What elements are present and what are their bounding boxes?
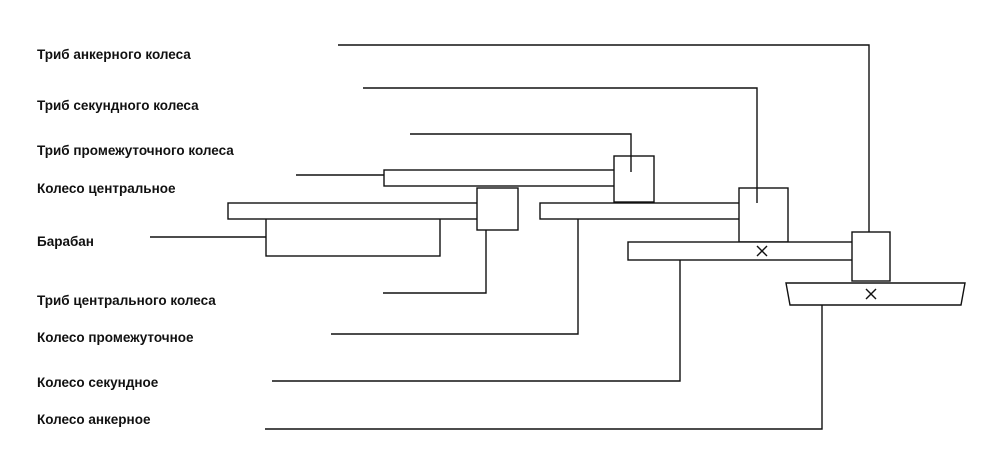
seconds-pinion-block <box>738 187 789 243</box>
seconds-wheel-plate <box>539 202 741 220</box>
balance-plate <box>785 282 966 306</box>
leader-third-pinion <box>410 133 632 172</box>
label-center-wheel: Колесо центральное <box>37 181 176 196</box>
label-escape-wheel: Колесо анкерное <box>37 412 151 427</box>
label-seconds-wheel: Колесо секундное <box>37 375 159 390</box>
leader-escape-wheel <box>265 305 823 430</box>
leader-center-pinion <box>383 230 487 294</box>
escape-pinion-block <box>851 231 891 282</box>
leader-seconds-pinion <box>363 87 758 203</box>
leader-third-wheel <box>331 219 579 335</box>
center-pinion-block <box>476 187 519 231</box>
label-center-pinion: Триб центрального колеса <box>37 293 216 308</box>
label-escape-pinion: Триб анкерного колеса <box>37 47 191 62</box>
third-wheel-plate <box>383 169 616 187</box>
barrel-drum <box>265 217 441 257</box>
leader-seconds-wheel <box>272 260 681 382</box>
label-third-wheel: Колесо промежуточное <box>37 330 194 345</box>
third-pinion-block <box>613 155 655 203</box>
label-third-pinion: Триб промежуточного колеса <box>37 143 234 158</box>
center-wheel-plate <box>227 202 479 220</box>
label-barrel: Барабан <box>37 234 94 249</box>
label-seconds-pinion: Триб секундного колеса <box>37 98 199 113</box>
axis-marker-icon <box>756 245 768 257</box>
leader-escape-pinion <box>338 44 870 232</box>
axis-marker-icon <box>865 288 877 300</box>
escape-wheel-plate <box>627 241 854 261</box>
